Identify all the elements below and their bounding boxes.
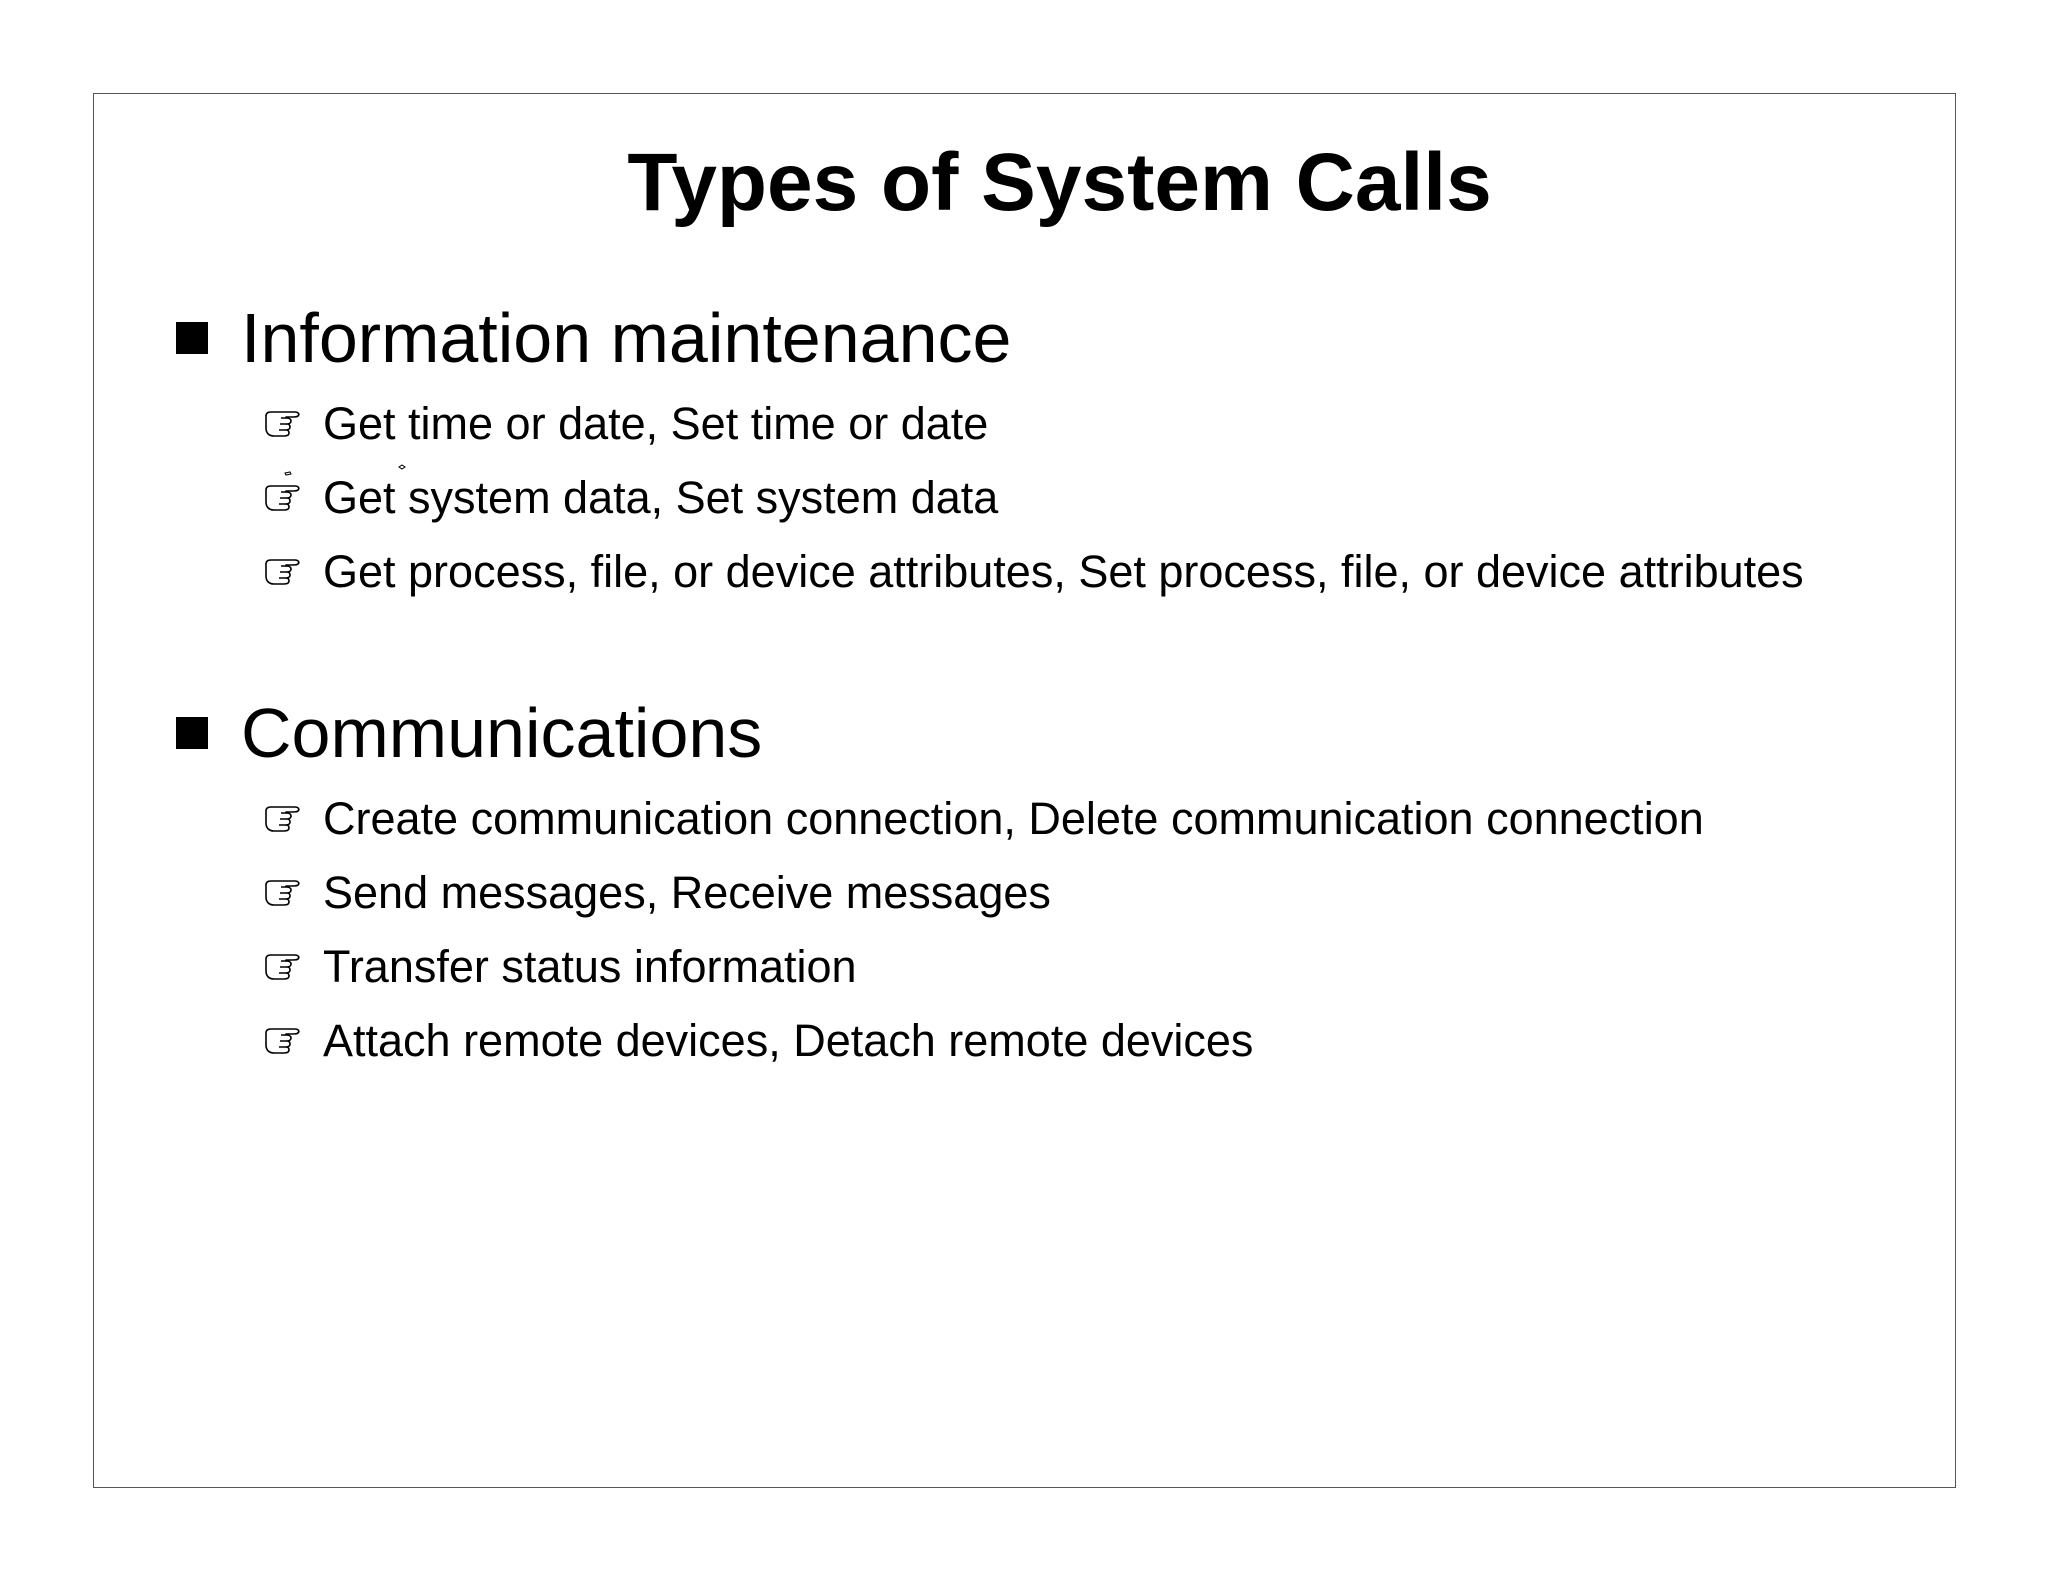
pointing-hand-icon: [264, 555, 304, 585]
stray-mark-icon: [284, 471, 292, 476]
list-item-text: Attach remote devices, Detach remote dev…: [323, 1015, 1254, 1066]
list-item: Transfer status information: [176, 936, 1855, 997]
section-heading: Information maintenance: [176, 296, 1855, 380]
slide-title: Types of System Calls: [627, 137, 1492, 228]
list-item-text: Get process, file, or device attributes,…: [323, 546, 1804, 597]
pointing-hand-icon: [264, 407, 304, 437]
section-information-maintenance: Information maintenance Get time or date…: [176, 296, 1855, 602]
square-bullet-icon: [176, 717, 208, 749]
list-item: Get process, file, or device attributes,…: [176, 541, 1855, 602]
pointing-hand-icon: [264, 876, 304, 906]
section-communications: Communications Create communication conn…: [176, 691, 1855, 1071]
list-item-text: Send messages, Receive messages: [323, 867, 1051, 918]
list-item-text: Get system data, Set system data: [323, 472, 999, 523]
list-item: Attach remote devices, Detach remote dev…: [176, 1010, 1855, 1071]
pointing-hand-icon: [264, 802, 304, 832]
list-item: Create communication connection, Delete …: [176, 788, 1855, 849]
list-item-text: Create communication connection, Delete …: [323, 793, 1704, 844]
pointing-hand-icon: [264, 950, 304, 980]
stray-mark-icon: [398, 464, 406, 470]
slide-frame: Types of System Calls Information mainte…: [93, 93, 1956, 1488]
section-heading-text: Information maintenance: [241, 299, 1012, 377]
list-item-text: Transfer status information: [323, 941, 857, 992]
pointing-hand-icon: [264, 481, 304, 511]
pointing-hand-icon: [264, 1024, 304, 1054]
section-heading-text: Communications: [241, 694, 763, 772]
list-item-text: Get time or date, Set time or date: [323, 398, 989, 449]
list-item: Send messages, Receive messages: [176, 862, 1855, 923]
section-heading: Communications: [176, 691, 1855, 775]
list-item: Get time or date, Set time or date: [176, 393, 1855, 454]
list-item: Get system data, Set system data: [176, 467, 1855, 528]
square-bullet-icon: [176, 322, 208, 354]
